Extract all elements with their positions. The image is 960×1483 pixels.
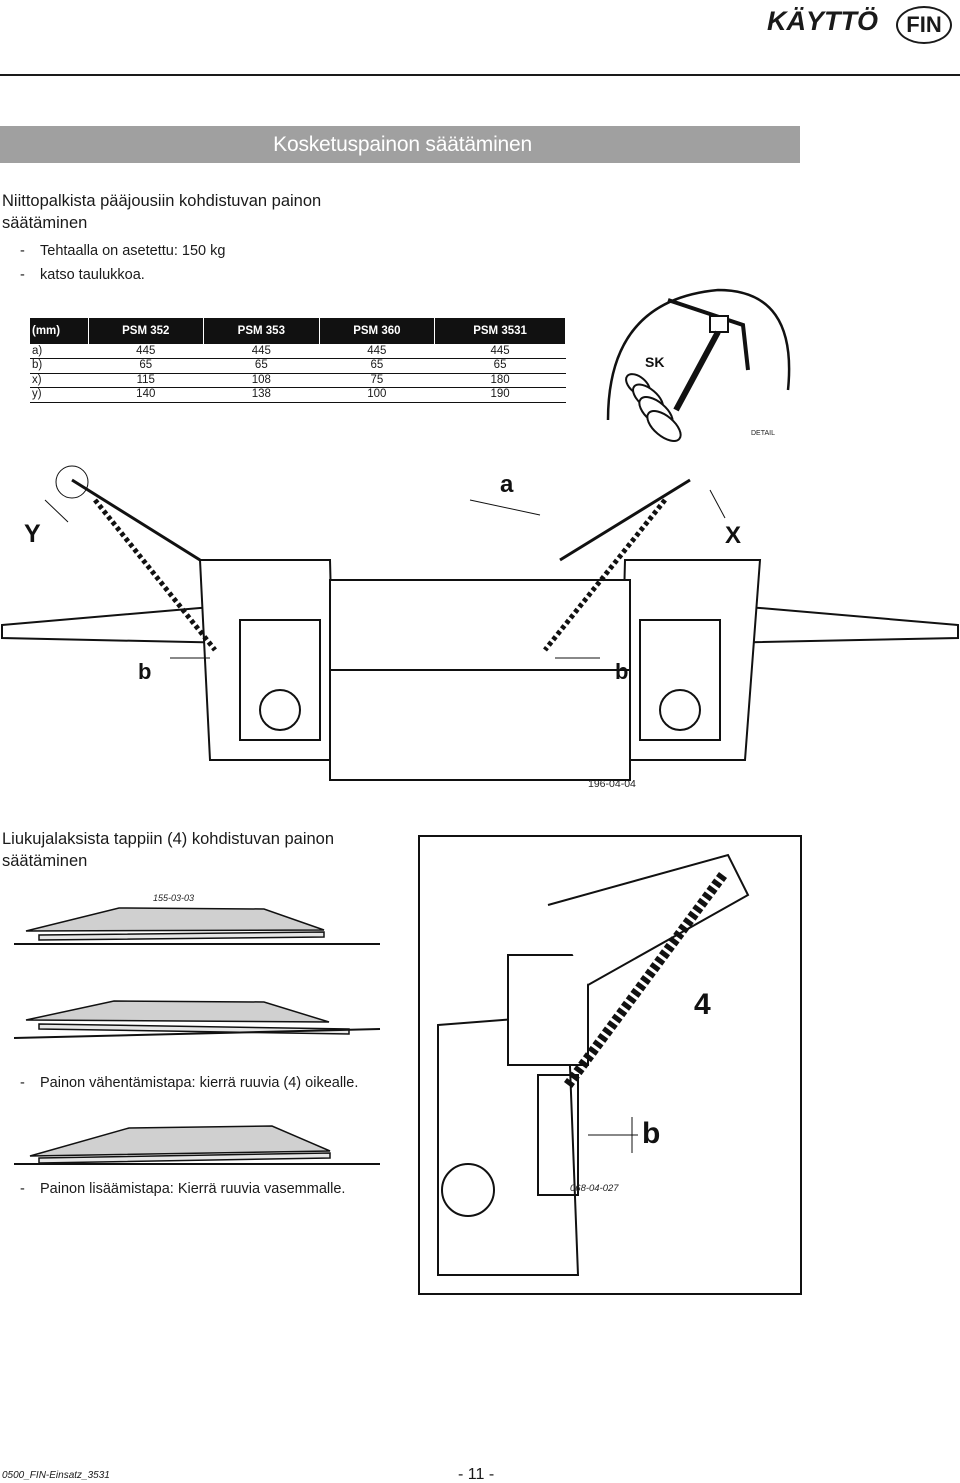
table-header-cell: PSM 353 [203, 318, 320, 344]
label-detail: DETAIL [751, 430, 775, 437]
page-number: - 11 - [458, 1466, 495, 1483]
table-header-cell: PSM 360 [319, 318, 436, 344]
part2-heading-line2: säätäminen [2, 852, 88, 870]
detail-illustration [606, 288, 791, 442]
fig2-spring [563, 872, 728, 1088]
table-cell: 75 [319, 373, 435, 388]
label-screw-4: 4 [694, 988, 711, 1021]
bullet-text: Tehtaalla on asetettu: 150 kg [40, 243, 226, 259]
table-row: y) 140 138 100 190 [30, 387, 566, 403]
skid-profile-increase [14, 1125, 380, 1165]
bullet-reduce: -Painon vähentämistapa: kierrä ruuvia (4… [20, 1075, 359, 1091]
table-cell: 138 [203, 387, 320, 403]
skid-profile-reduce [14, 1000, 381, 1039]
bullet-text: katso taulukkoa. [40, 267, 145, 283]
table-cell: 115 [88, 373, 204, 388]
part2-heading-line1: Liukujalaksista tappiin (4) kohdistuvan … [2, 830, 335, 848]
fig2-bracket [537, 1074, 579, 1196]
table-header-cell: PSM 3531 [434, 318, 566, 344]
skid-profile-neutral [14, 907, 380, 945]
label-b-right: b [615, 659, 629, 684]
bullet-text: Painon vähentämistapa: kierrä ruuvia (4)… [40, 1075, 359, 1091]
table-cell: 65 [434, 358, 566, 374]
part1-bullet-1: -Tehtaalla on asetettu: 150 kg [20, 243, 226, 259]
label-b-detail: b [642, 1117, 661, 1150]
left-arm [71, 478, 201, 562]
table-cell: 180 [434, 373, 566, 388]
figure2-code: 068-04-027 [570, 1183, 619, 1194]
table-row: b) 65 65 65 65 [30, 358, 566, 374]
detail-nut [709, 315, 729, 333]
label-sk: SK [645, 354, 665, 370]
bullet-text: Painon lisäämistapa: Kierrä ruuvia vasem… [40, 1181, 346, 1197]
table-cell: b) [30, 358, 88, 374]
fig2-housing [507, 954, 589, 1066]
language-badge: FIN [896, 6, 952, 44]
table-cell: x) [30, 373, 88, 388]
skid-code: 155-03-03 [153, 893, 195, 903]
part1-heading-line2: säätäminen [2, 214, 88, 232]
table-cell: 140 [88, 387, 204, 403]
table-row: x) 115 108 75 180 [30, 373, 566, 388]
table-cell: 65 [88, 358, 204, 374]
table-cell: 108 [203, 373, 320, 388]
table-header-cell: PSM 352 [88, 318, 205, 344]
figure1-code: 196-04-04 [588, 778, 636, 790]
right-gear-wheel [659, 689, 701, 731]
fig2-gear-wheel [441, 1163, 495, 1217]
table-cell: 65 [203, 358, 320, 374]
table-cell: a) [30, 344, 88, 359]
dim-y-line [44, 499, 69, 523]
table-cell: 445 [203, 344, 320, 359]
label-b-left: b [138, 659, 152, 684]
right-gear-housing [639, 619, 721, 741]
skid-adjust-figure [418, 835, 802, 1295]
bullet-increase: -Painon lisäämistapa: Kierrä ruuvia vase… [20, 1181, 346, 1197]
table-cell: 445 [88, 344, 204, 359]
table-cell: 445 [434, 344, 566, 359]
label-a: a [500, 471, 514, 498]
left-gear-housing [239, 619, 321, 741]
table-cell: y) [30, 387, 88, 403]
detail-bracket [667, 298, 750, 371]
right-arm [559, 478, 691, 562]
section-title-bar: Kosketuspainon säätäminen [0, 126, 800, 163]
fig2-arm [547, 853, 750, 986]
detail-spring [625, 373, 682, 442]
center-frame [329, 579, 631, 781]
left-pivot-circle [55, 465, 89, 499]
detail-circle-arc [606, 288, 791, 421]
label-x: X [725, 522, 742, 549]
label-y: Y [24, 520, 41, 548]
table-header-cell: (mm) [30, 318, 89, 344]
detail-rod [673, 330, 721, 412]
table-cell: 100 [319, 387, 435, 403]
dimension-table: (mm) PSM 352 PSM 353 PSM 360 PSM 3531 a)… [30, 318, 566, 403]
part1-heading-line1: Niittopalkista pääjousiin kohdistuvan pa… [2, 192, 322, 210]
table-cell: 190 [434, 387, 566, 403]
table-header-row: (mm) PSM 352 PSM 353 PSM 360 PSM 3531 [30, 318, 566, 344]
dim-a-line [469, 499, 541, 516]
part1-bullet-2: -katso taulukkoa. [20, 267, 145, 283]
header-title: KÄYTTÖ [767, 6, 878, 36]
header-divider [0, 74, 960, 76]
mower-frame-figure [0, 465, 959, 781]
table-cell: 445 [319, 344, 435, 359]
footer-doc-code: 0500_FIN-Einsatz_3531 [2, 1470, 110, 1481]
table-cell: 65 [319, 358, 435, 374]
dim-x-line [709, 489, 726, 519]
section-title: Kosketuspainon säätäminen [273, 132, 532, 156]
left-housing [198, 559, 337, 761]
table-row: a) 445 445 445 445 [30, 344, 566, 359]
left-gear-wheel [259, 689, 301, 731]
